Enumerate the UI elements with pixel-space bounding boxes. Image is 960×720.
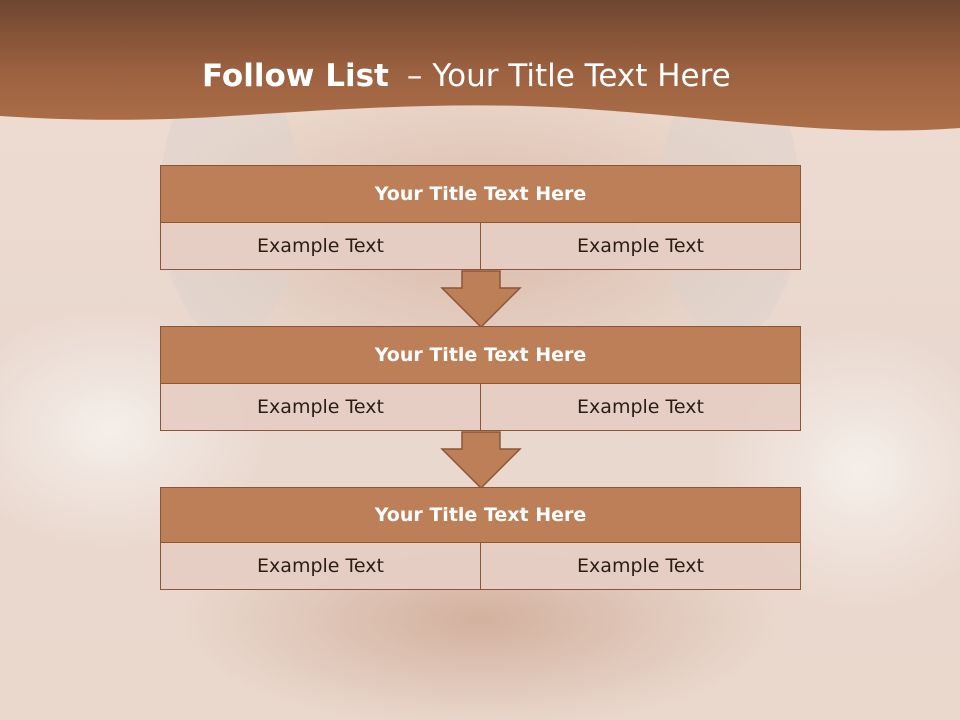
title-bold-part: Follow List (202, 58, 389, 94)
step-cell-left: Example Text (160, 543, 481, 590)
step-cell-right: Example Text (480, 384, 801, 431)
step-title: Your Title Text Here (160, 487, 801, 543)
slide-title: Follow List–Your Title Text Here (202, 54, 731, 98)
title-separator: – (406, 58, 423, 94)
step-cell-left: Example Text (160, 223, 481, 270)
down-arrow-icon (440, 270, 522, 328)
step-cell-left: Example Text (160, 384, 481, 431)
step-cell-right: Example Text (480, 543, 801, 590)
down-arrow-icon (440, 431, 522, 489)
title-rest-part: Your Title Text Here (432, 58, 731, 94)
step-title: Your Title Text Here (160, 165, 801, 223)
step-cell-right: Example Text (480, 223, 801, 270)
step-title: Your Title Text Here (160, 326, 801, 384)
